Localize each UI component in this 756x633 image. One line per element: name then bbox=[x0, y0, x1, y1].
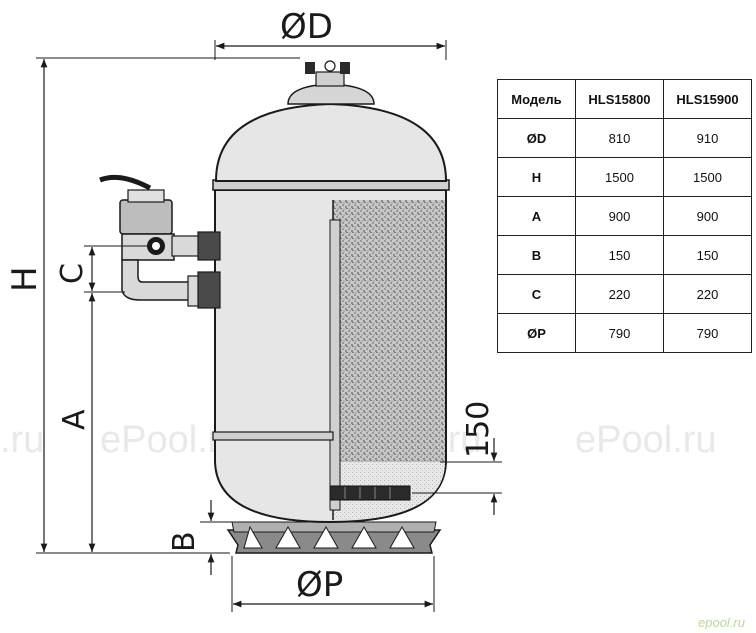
tank-body bbox=[212, 179, 450, 524]
cell-value: 220 bbox=[574, 274, 664, 314]
label-b: B bbox=[167, 531, 202, 552]
row-label: ØP bbox=[497, 313, 576, 353]
header-model: Модель bbox=[497, 79, 576, 119]
tank-dome bbox=[214, 60, 448, 182]
table-row: C 220 220 bbox=[497, 274, 753, 314]
dimension-h: H bbox=[5, 57, 300, 554]
watermark-left: .ru bbox=[0, 419, 44, 461]
row-label: ØD bbox=[497, 118, 576, 158]
table-row: B 150 150 bbox=[497, 235, 753, 275]
table-row: ØD 810 910 bbox=[497, 118, 753, 158]
cell-value: 150 bbox=[662, 235, 753, 275]
base-stand bbox=[226, 521, 442, 554]
label-c: C bbox=[55, 263, 90, 284]
spec-table: Модель HLS15800 HLS15900 ØD 810 910 H 15… bbox=[497, 79, 753, 353]
label-d: ØD bbox=[280, 7, 333, 47]
cell-value: 900 bbox=[662, 196, 753, 236]
dimension-150: 150 bbox=[412, 401, 502, 515]
cell-value: 910 bbox=[662, 118, 753, 158]
watermark-right: ePool.ru bbox=[575, 419, 717, 461]
watermark-logo: epool.ru bbox=[698, 615, 745, 630]
cell-value: 790 bbox=[574, 313, 664, 353]
cell-value: 1500 bbox=[574, 157, 664, 197]
multiport-valve bbox=[99, 174, 221, 309]
label-150: 150 bbox=[461, 401, 496, 458]
label-p: ØP bbox=[296, 565, 343, 605]
table-row: H 1500 1500 bbox=[497, 157, 753, 197]
dimension-d: ØD bbox=[214, 7, 447, 60]
header-hls15800: HLS15800 bbox=[574, 79, 664, 119]
header-hls15900: HLS15900 bbox=[662, 79, 753, 119]
cell-value: 900 bbox=[574, 196, 664, 236]
row-label: H bbox=[497, 157, 576, 197]
dimension-c: C bbox=[55, 245, 150, 293]
cell-value: 1500 bbox=[662, 157, 753, 197]
label-h: H bbox=[5, 266, 45, 292]
cell-value: 150 bbox=[574, 235, 664, 275]
table-header-row: Модель HLS15800 HLS15900 bbox=[497, 79, 753, 119]
row-label: B bbox=[497, 235, 576, 275]
table-row: ØP 790 790 bbox=[497, 313, 753, 353]
label-a: A bbox=[57, 409, 92, 430]
table-row: A 900 900 bbox=[497, 196, 753, 236]
cell-value: 220 bbox=[662, 274, 753, 314]
cell-value: 790 bbox=[662, 313, 753, 353]
dimension-b: B bbox=[167, 500, 236, 575]
dimension-p: ØP bbox=[231, 556, 435, 612]
row-label: C bbox=[497, 274, 576, 314]
dimension-a: A bbox=[57, 293, 96, 552]
cell-value: 810 bbox=[574, 118, 664, 158]
row-label: A bbox=[497, 196, 576, 236]
